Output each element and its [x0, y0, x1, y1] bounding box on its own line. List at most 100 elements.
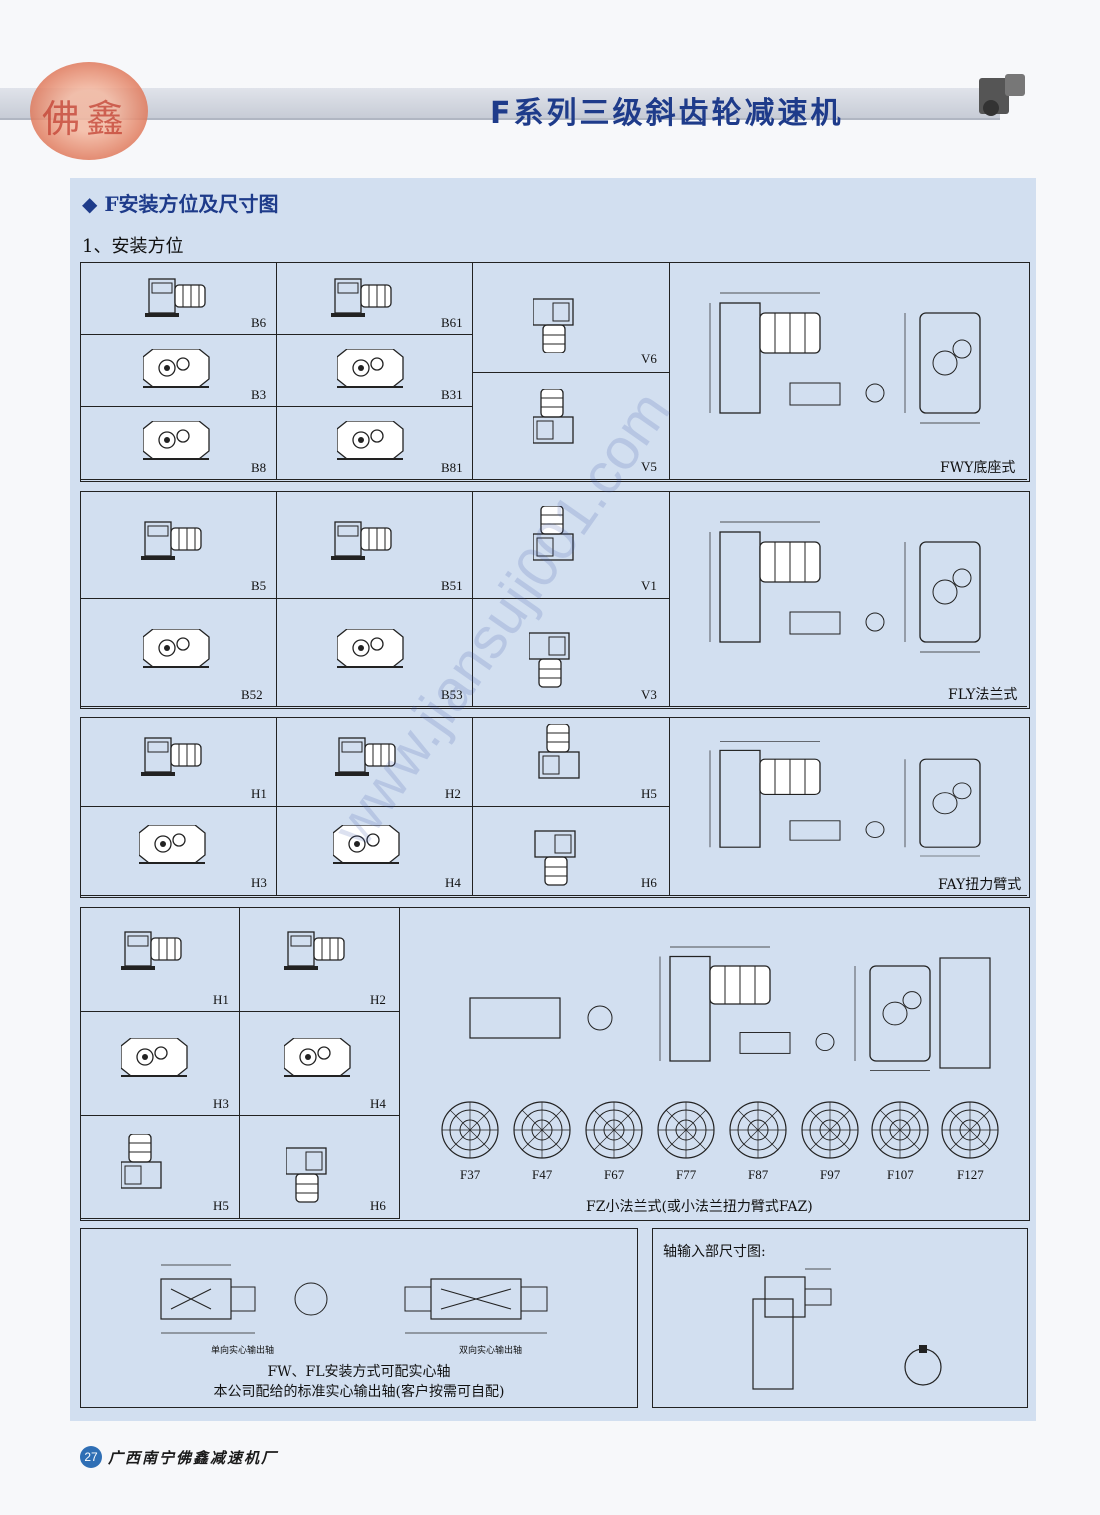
cell-fz-h5: H5 [81, 1116, 240, 1219]
input-shaft-title: 轴输入部尺寸图: [663, 1244, 766, 1260]
label-F47: F47 [532, 1167, 553, 1182]
caption-solid-shaft-2: 本公司配给的标准实心输出轴(客户按需可自配) [213, 1384, 505, 1400]
cell-fz-h1: H1 [81, 908, 240, 1012]
cell-b5: B5 [81, 492, 277, 599]
gearbox-fz-h3-icon [121, 1038, 188, 1077]
header-band [0, 88, 1000, 120]
gearbox-fz-h5-icon [121, 1134, 162, 1189]
label-double-shaft: 双向实心输出轴 [459, 1345, 523, 1355]
label-h4: H4 [445, 875, 461, 890]
cell-h6: H6 [473, 807, 670, 896]
fly-dimension-drawing [709, 521, 981, 653]
flange-F87-icon [729, 1101, 787, 1159]
gearbox-fz-h4-icon [284, 1038, 351, 1077]
label-fz-h5: H5 [213, 1198, 229, 1213]
cell-b81: B81 [277, 407, 473, 480]
label-v6: V6 [641, 351, 657, 366]
cell-fay-dimensions: FAY扭力臂式 [670, 718, 1027, 896]
cell-b3: B3 [81, 335, 277, 407]
flange-F47-icon [513, 1101, 571, 1159]
solid-shaft-block: 单向实心输出轴 双向实心输出轴 FW、FL安装方式可配实心轴 本公司配给的标准实… [80, 1228, 638, 1408]
label-b5: B5 [251, 578, 267, 593]
label-single-shaft: 单向实心输出轴 [211, 1345, 275, 1355]
input-shaft-block: 轴输入部尺寸图: [652, 1228, 1028, 1408]
logo-text: 佛鑫 [42, 97, 131, 141]
label-v1: V1 [641, 578, 657, 593]
gearbox-b52-icon [143, 629, 210, 668]
cell-b6: B6 [81, 263, 277, 335]
double-solid-shaft-drawing [404, 1278, 548, 1334]
cell-v5: V5 [473, 373, 670, 480]
section-heading: ◆ F安装方位及尺寸图 [82, 192, 279, 216]
gearbox-b51-icon [330, 521, 392, 561]
label-b31: B31 [441, 387, 463, 402]
cell-fz-h3: H3 [81, 1012, 240, 1116]
cell-b52: B52 [81, 599, 277, 707]
page-number-badge: 27 [80, 1446, 102, 1468]
label-F127: F127 [957, 1167, 984, 1182]
flange-F37-icon [441, 1101, 499, 1159]
cell-v6: V6 [473, 263, 670, 373]
gearbox-h3-icon [139, 825, 206, 864]
caption-fay: FAY扭力臂式 [938, 877, 1022, 893]
label-fz-h1: H1 [213, 992, 229, 1007]
gearbox-thumbnail-icon [979, 74, 1025, 116]
label-b8: B8 [251, 460, 267, 475]
cell-h3: H3 [81, 807, 277, 896]
label-fz-h2: H2 [370, 992, 386, 1007]
gearbox-b61-icon [330, 278, 392, 318]
company-logo [30, 62, 148, 160]
mounting-block-1: B6 B61 B3 B31 B8 B81 V6 V5 FWY底座式 [80, 262, 1030, 482]
label-b53: B53 [441, 687, 463, 702]
label-F97: F97 [820, 1167, 841, 1182]
gearbox-v6-icon [533, 298, 574, 353]
label-v3: V3 [641, 687, 657, 702]
cell-fz-h6: H6 [240, 1116, 400, 1219]
label-h2: H2 [445, 786, 461, 801]
cell-fly-dimensions: FLY法兰式 [670, 492, 1027, 707]
flange-F67-icon [585, 1101, 643, 1159]
fay-dimension-drawing [709, 740, 981, 857]
input-shaft-drawing [752, 1268, 942, 1390]
caption-solid-shaft-1: FW、FL安装方式可配实心轴 [267, 1364, 451, 1380]
label-F77: F77 [676, 1167, 697, 1182]
mounting-block-2: B5 B51 V1 B52 B53 V3 FLY法兰式 [80, 491, 1030, 709]
label-F37: F37 [460, 1167, 481, 1182]
cell-fz-h2: H2 [240, 908, 400, 1012]
footer-company: 广西南宁佛鑫减速机厂 [108, 1449, 279, 1467]
cell-fz-dimensions: F37 F47 F67 F77 F87 F97 F107 F127 FZ小法兰式… [400, 908, 1027, 1219]
cell-h5: H5 [473, 718, 670, 807]
gearbox-h5-icon [538, 724, 580, 779]
label-F107: F107 [887, 1167, 914, 1182]
label-fz-h4: H4 [370, 1096, 386, 1111]
flange-F97-icon [801, 1101, 859, 1159]
cell-fz-h4: H4 [240, 1012, 400, 1116]
label-F87: F87 [748, 1167, 769, 1182]
gearbox-fz-h6-icon [286, 1147, 327, 1203]
gearbox-b8-icon [143, 421, 210, 460]
flange-F127-icon [941, 1101, 999, 1159]
label-h1: H1 [251, 786, 267, 801]
gearbox-b5-icon [140, 521, 202, 561]
label-b3: B3 [251, 387, 267, 402]
label-h3: H3 [251, 875, 267, 890]
gearbox-fz-h2-icon [283, 931, 345, 971]
cell-h4: H4 [277, 807, 473, 896]
label-fz-h6: H6 [370, 1198, 386, 1213]
label-b52: B52 [241, 687, 263, 702]
label-b51: B51 [441, 578, 463, 593]
mounting-block-4: H1 H2 H3 H4 H5 H6 F37 F47 [80, 907, 1030, 1221]
flange-F107-icon [871, 1101, 929, 1159]
cell-b53: B53 [277, 599, 473, 707]
page-title: F系列三级斜齿轮减速机 [490, 96, 844, 131]
cell-v3: V3 [473, 599, 670, 707]
cell-b8: B8 [81, 407, 277, 480]
gearbox-h1-icon [140, 737, 202, 777]
gearbox-b53-icon [337, 629, 404, 668]
gearbox-b31-icon [337, 349, 404, 388]
fz-dimension-drawing [469, 946, 991, 1072]
label-b61: B61 [441, 315, 463, 330]
mounting-block-3: H1 H2 H5 H3 H4 H6 FAY扭力臂式 [80, 717, 1030, 898]
sub-heading: 1、安装方位 [82, 236, 184, 257]
label-h5: H5 [641, 786, 657, 801]
